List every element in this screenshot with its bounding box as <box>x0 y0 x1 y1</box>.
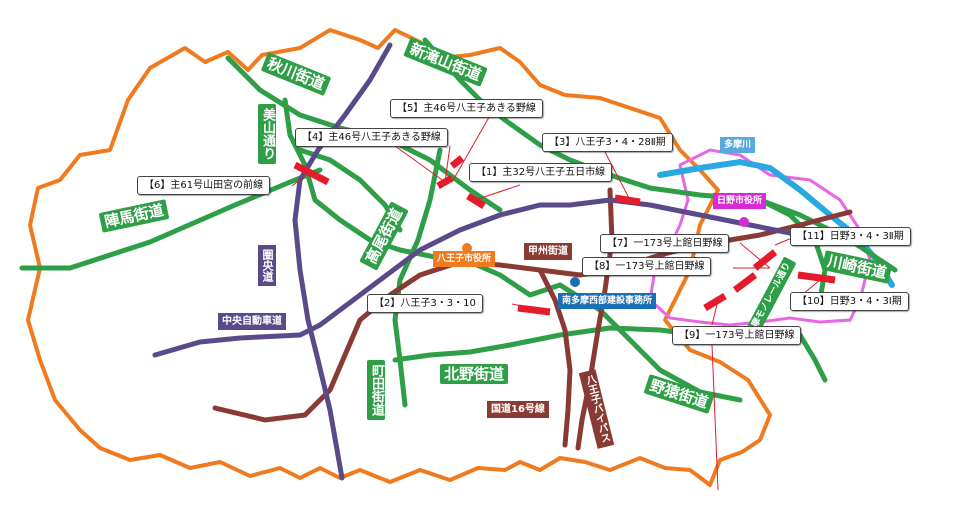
callout-4: 【4】主46号八王子あきる野線 <box>295 128 448 147</box>
callout-7: 【7】一173号上館日野線 <box>600 234 730 253</box>
leader-lines <box>291 111 821 491</box>
expressway-label-chuo: 中央自動車道 <box>218 313 286 330</box>
callout-2: 【2】八王子3・3・10 <box>367 294 483 313</box>
road-label-route16: 国道16号線 <box>487 401 549 418</box>
callout-5: 【5】主46号八王子あきる野線 <box>390 99 543 118</box>
construction-sections <box>293 155 842 316</box>
road-label-machida: 町田街道 <box>367 360 385 420</box>
expressway-label-kenou: 圏央道 <box>258 245 276 286</box>
hino-office-marker <box>739 217 749 227</box>
callout-9: 【9】一173号上館日野線 <box>672 326 802 345</box>
office-label-minamitama: 南多摩西部建設事務所 <box>558 293 657 309</box>
office-label-hachioji: 八王子市役所 <box>433 251 496 267</box>
hachioji-office-marker <box>462 243 472 253</box>
minamitama-office-marker <box>570 277 580 287</box>
road-label-yoshiyama: 美山通り <box>258 104 276 164</box>
prefectural-roads <box>19 37 898 408</box>
expressways <box>152 42 803 481</box>
hachioji-boundary <box>26 28 772 487</box>
callout-6: 【6】主61号山田宮の前線 <box>137 176 271 195</box>
road-label-kitano: 北野街道 <box>440 364 509 384</box>
callout-8: 【8】一173号上館日野線 <box>582 257 712 276</box>
river-label-tamagawa: 多摩川 <box>720 137 756 153</box>
office-label-hino: 日野市役所 <box>713 193 767 209</box>
road-label-koshu: 甲州街道 <box>524 243 572 260</box>
callout-10: 【10】日野3・4・3Ⅰ期 <box>790 292 909 311</box>
callout-1: 【1】主32号八王子五日市線 <box>469 163 613 182</box>
callout-3: 【3】八王子3・4・28Ⅱ期 <box>542 133 673 152</box>
callout-11: 【11】日野3・4・3Ⅱ期 <box>790 227 911 246</box>
